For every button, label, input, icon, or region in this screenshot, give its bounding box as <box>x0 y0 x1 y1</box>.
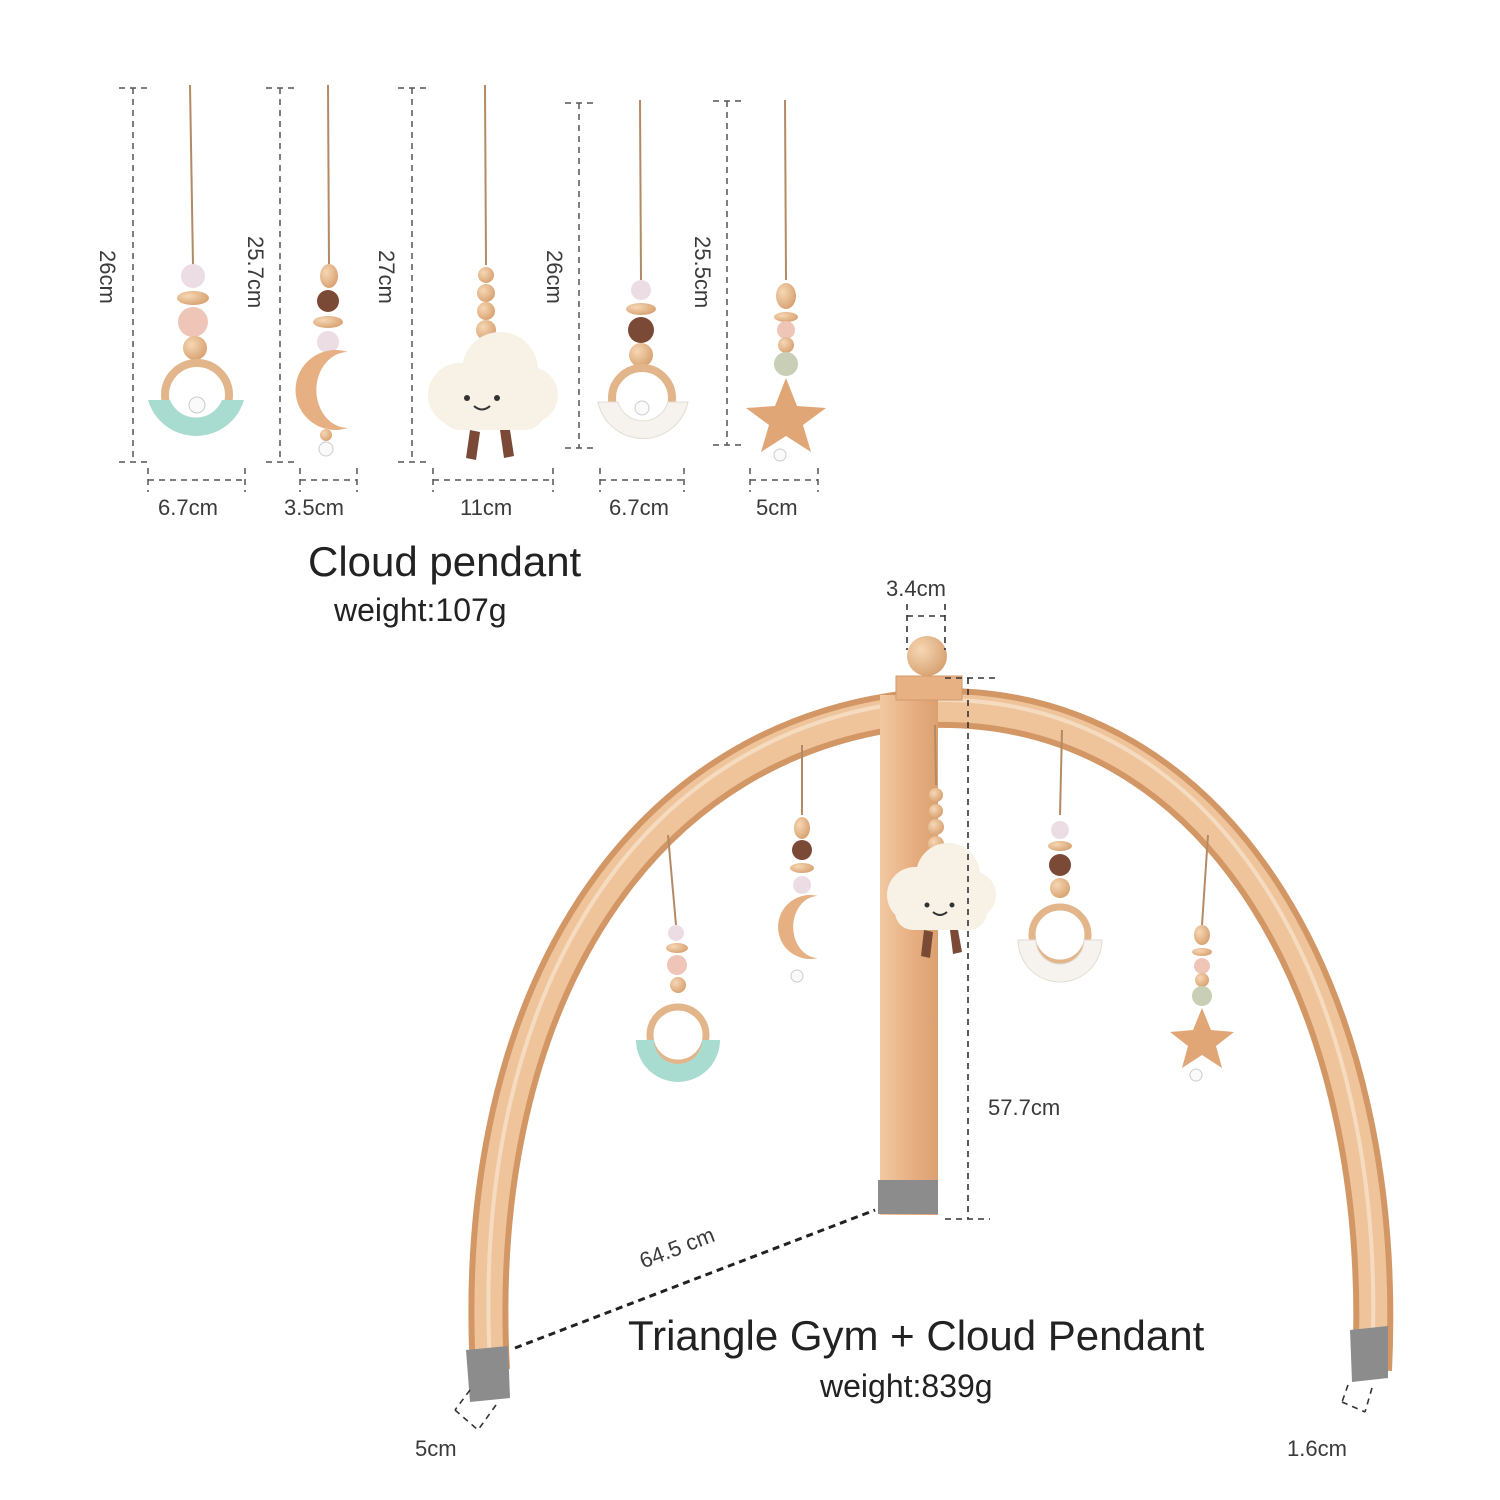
gym-pendant-star <box>1170 834 1234 1082</box>
pendant-height-label: 25.5cm <box>690 236 715 309</box>
pendant-height-label: 26cm <box>95 250 120 304</box>
pendant-dimension-lines <box>119 87 819 492</box>
gym-set-title: Triangle Gym + Cloud Pendant <box>628 1312 1205 1359</box>
pendant-height-label: 27cm <box>374 250 399 304</box>
leg-distance-line <box>514 1208 876 1350</box>
gym-height-label: 57.7cm <box>988 1095 1061 1120</box>
gym-dimension-lines <box>454 604 1373 1431</box>
gym-set-weight: weight:839g <box>820 1368 993 1404</box>
pendant-width-label: 6.7cm <box>158 495 218 520</box>
pendant-set-weight: weight:107g <box>334 592 507 628</box>
pendant-height-label: 26cm <box>542 250 567 304</box>
pendant-rainbow-white <box>597 99 689 439</box>
gym-pendant-moon <box>778 745 818 983</box>
pendant-set-title: Cloud pendant <box>308 538 582 585</box>
pendant-height-label: 25.7cm <box>243 236 268 309</box>
center-post <box>878 636 963 1215</box>
pendant-width-label: 5cm <box>756 495 798 520</box>
left-foot-label: 5cm <box>415 1436 457 1461</box>
pendant-moon <box>295 84 348 457</box>
gym-pendant-rainbow-mint <box>636 834 720 1082</box>
gym-pendant-rainbow-white <box>1017 729 1103 983</box>
right-foot-label: 1.6cm <box>1287 1436 1347 1461</box>
pendant-rainbow-mint <box>148 84 244 436</box>
pendant-cloud <box>428 84 558 460</box>
pendant-width-label: 6.7cm <box>609 495 669 520</box>
gym-pendant-cloud <box>887 724 996 958</box>
top-width-label: 3.4cm <box>886 576 946 601</box>
pendant-width-label: 3.5cm <box>284 495 344 520</box>
pendant-star <box>746 99 826 462</box>
pendant-width-label: 11cm <box>460 495 513 520</box>
